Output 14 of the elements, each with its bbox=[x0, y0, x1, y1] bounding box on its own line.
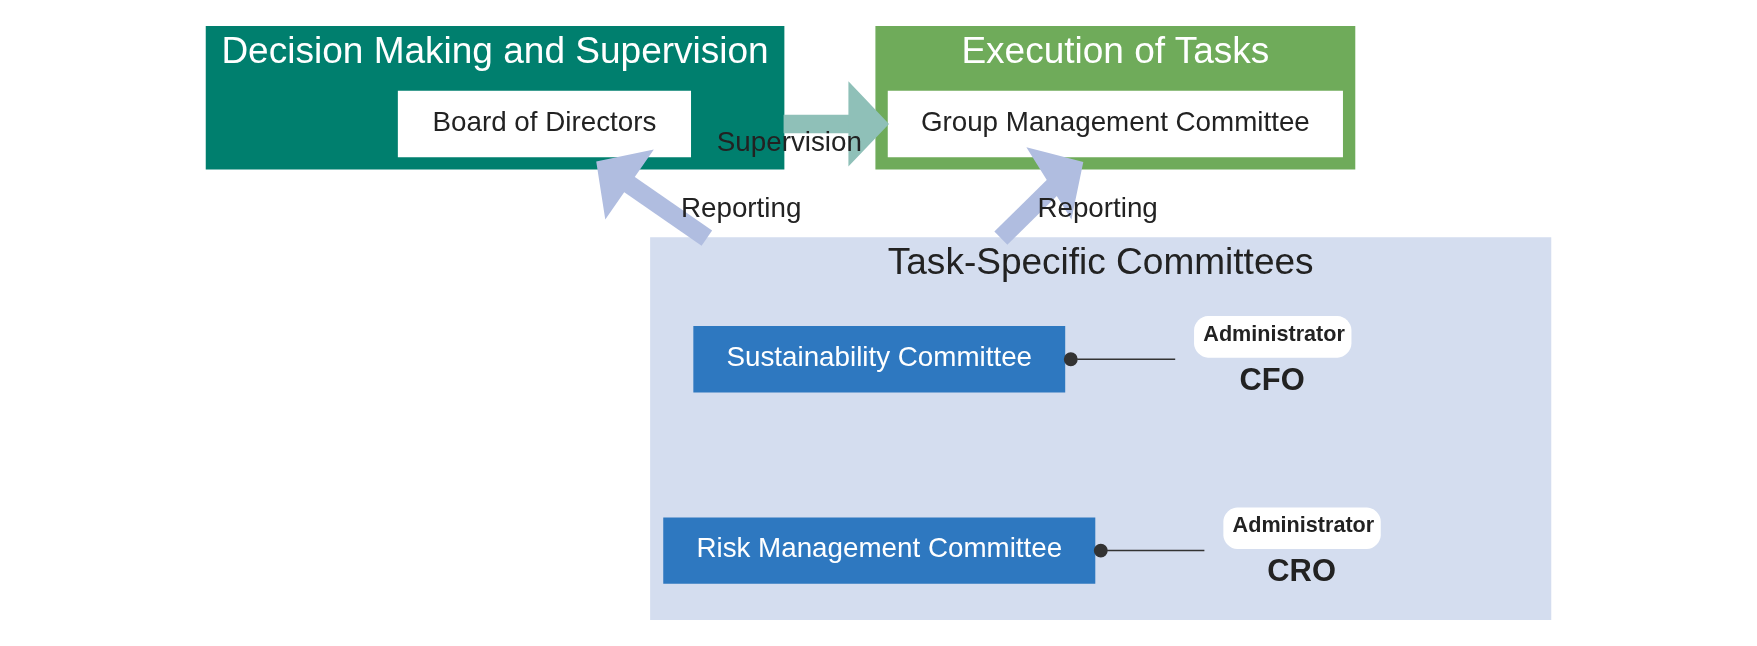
node-box: Group Management Committee bbox=[887, 90, 1343, 158]
node-box: Board of Directors bbox=[397, 90, 691, 158]
edge-label: Supervision bbox=[716, 125, 862, 157]
edge-label: Reporting bbox=[680, 192, 802, 224]
connector bbox=[1093, 543, 1206, 558]
node-box: Sustainability Committee bbox=[693, 326, 1066, 393]
connector bbox=[1063, 352, 1176, 367]
node-label: CFO bbox=[1239, 362, 1305, 398]
node-box: Risk Management Committee bbox=[663, 517, 1096, 584]
node-label: CRO bbox=[1267, 553, 1336, 589]
arrow bbox=[596, 149, 713, 246]
node-box: Administrator bbox=[1223, 507, 1381, 550]
edge-label: Reporting bbox=[1037, 192, 1158, 224]
node-box: Administrator bbox=[1194, 316, 1352, 358]
